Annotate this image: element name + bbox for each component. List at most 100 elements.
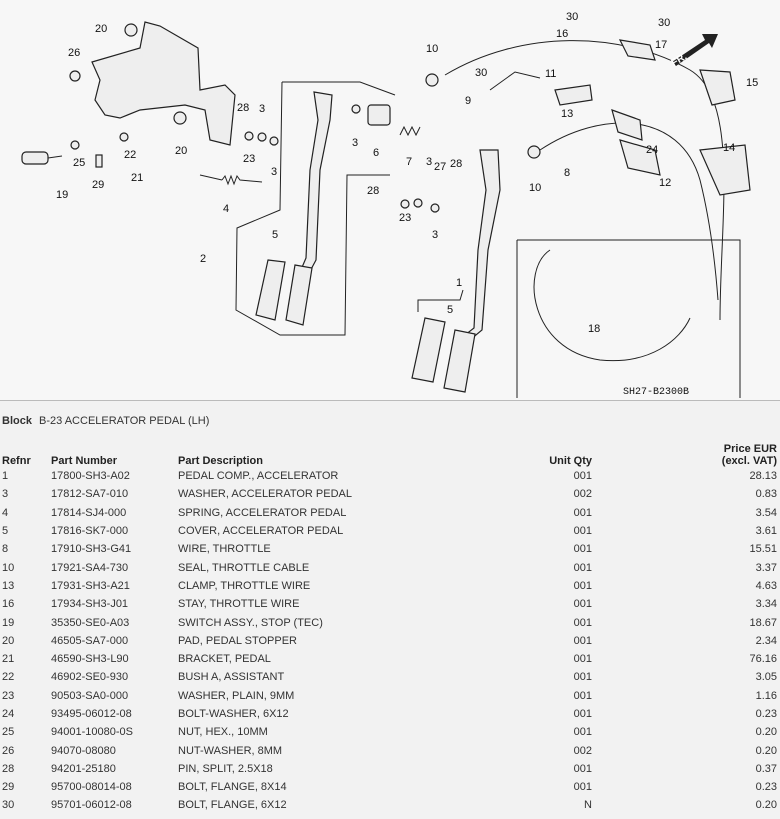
cell-unit-qty: 002: [573, 744, 592, 757]
callout: 28: [450, 158, 462, 170]
block-label: Block: [2, 415, 32, 427]
cell-part-number: 94001-10080-0S: [51, 726, 133, 739]
cell-price: 3.05: [755, 671, 777, 684]
callout: 5: [272, 229, 278, 241]
cell-unit-qty: 001: [573, 634, 592, 647]
header-unit-qty: Unit Qty: [549, 455, 592, 467]
cell-price: 0.23: [755, 781, 777, 794]
cell-price: 4.63: [755, 579, 777, 592]
stopper-pad: [124, 23, 138, 37]
pedal-arm: [464, 149, 501, 341]
throttle-wire: [539, 122, 719, 301]
cell-refnr: 4: [2, 506, 9, 519]
cell-unit-qty: 001: [573, 561, 592, 574]
cell-description: SPRING, ACCELERATOR PEDAL: [178, 506, 347, 519]
cell-price: 1.16: [755, 689, 777, 702]
cell-description: BUSH A, ASSISTANT: [178, 671, 285, 684]
cell-part-number: 17800-SH3-A02: [51, 470, 130, 483]
cell-part-number: 46590-SH3-L90: [51, 653, 129, 666]
pedal-cover: [255, 259, 286, 321]
cell-price: 18.67: [749, 616, 777, 629]
cell-refnr: 8: [2, 543, 9, 556]
callout: 1: [456, 277, 462, 289]
cell-part-number: 46902-SE0-930: [51, 671, 129, 684]
callout: 15: [746, 77, 758, 89]
cell-part-number: 17910-SH3-G41: [51, 543, 132, 556]
cell-refnr: 29: [2, 781, 15, 794]
callout: 3: [271, 166, 277, 178]
cell-price: 15.51: [749, 543, 777, 556]
callout: 29: [92, 179, 104, 191]
callout: 18: [588, 323, 600, 335]
cell-unit-qty: 001: [573, 470, 592, 483]
stop-switch: [21, 151, 49, 165]
price-header-line2: (excl. VAT): [721, 455, 777, 467]
cell-unit-qty: 001: [573, 543, 592, 556]
cell-description: WASHER, PLAIN, 9MM: [178, 689, 295, 702]
parts-diagram: FR. SH27-B2300B 20 26 10 30 16 30 17 11 …: [0, 0, 780, 401]
cell-refnr: 5: [2, 525, 9, 538]
cell-price: 3.61: [755, 525, 777, 538]
callout: 9: [465, 95, 471, 107]
callout: 10: [426, 43, 438, 55]
cell-part-number: 94201-25180: [51, 762, 116, 775]
cell-part-number: 17816-SK7-000: [51, 525, 129, 538]
cell-part-number: 95700-08014-08: [51, 781, 132, 794]
cell-part-number: 35350-SE0-A03: [51, 616, 130, 629]
cell-refnr: 28: [2, 762, 15, 775]
cell-unit-qty: 001: [573, 781, 592, 794]
cell-price: 0.37: [755, 762, 777, 775]
cell-unit-qty: 001: [573, 525, 592, 538]
cell-refnr: 26: [2, 744, 15, 757]
callout: 3: [426, 156, 432, 168]
cell-refnr: 13: [2, 579, 15, 592]
cell-description: BRACKET, PEDAL: [178, 653, 271, 666]
cell-price: 2.34: [755, 634, 777, 647]
cell-part-number: 17934-SH3-J01: [51, 598, 129, 611]
callout: 8: [564, 167, 570, 179]
table-header-row: Refnr Part Number Part Description Unit …: [0, 434, 780, 467]
callout: 28: [367, 185, 379, 197]
front-direction-arrow: [672, 34, 718, 66]
cell-unit-qty: 001: [573, 653, 592, 666]
cell-part-number: 93495-06012-08: [51, 708, 132, 720]
cell-description: COVER, ACCELERATOR PEDAL: [178, 525, 344, 538]
cell-price: 28.13: [749, 470, 777, 483]
callout: 3: [432, 229, 438, 241]
callout: 16: [556, 28, 568, 40]
bolt: [95, 154, 103, 168]
table-row: 29 95700-08014-08 BOLT, FLANGE, 8X14 001 0.2…: [0, 778, 780, 796]
cell-part-number: 94070-08080: [51, 744, 116, 757]
cell-unit-qty: N: [584, 799, 592, 812]
header-price: Price EUR(excl. VAT): [592, 434, 780, 467]
exploded-view-drawing: FR. SH27-B2300B 20 26 10 30 16 30 17 11 …: [21, 11, 758, 398]
callout: 19: [56, 189, 68, 201]
cell-refnr: 23: [2, 689, 15, 702]
cell-refnr: 22: [2, 671, 15, 684]
table-row: 5 17816-SK7-000 COVER, ACCELERATOR PEDAL 00…: [0, 522, 780, 540]
cell-part-number: 95701-06012-08: [51, 799, 132, 812]
spring-7: [399, 125, 421, 137]
callout: 5: [447, 304, 453, 316]
cell-part-number: 46505-SA7-000: [51, 634, 129, 647]
callout: 10: [529, 182, 541, 194]
cell-unit-qty: 001: [573, 762, 592, 775]
cell-refnr: 3: [2, 488, 9, 501]
cell-part-number: 17921-SA4-730: [51, 561, 129, 574]
cell-refnr: 25: [2, 726, 15, 739]
nut: [70, 140, 80, 150]
cell-refnr: 16: [2, 598, 15, 611]
cell-description: BOLT, FLANGE, 8X14: [178, 781, 287, 794]
callout: 13: [561, 108, 573, 120]
spring: [199, 174, 263, 186]
